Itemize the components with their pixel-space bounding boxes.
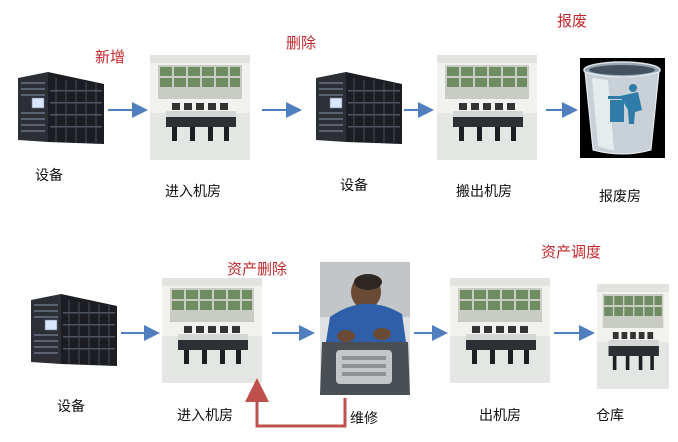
return-arrow [245,378,347,428]
node-label: 报废房 [599,189,641,205]
node-label: 仓库 [596,408,624,424]
mechanic-repair-icon [320,262,410,395]
node-label: 进入机房 [165,184,221,200]
action-label-add: 新增 [95,48,126,66]
recycle-bin-icon [579,57,666,159]
control-room-icon [150,55,250,160]
action-label-scrap: 报废 [557,12,588,30]
node-label: 维修 [350,411,378,427]
action-label-delete: 删除 [286,34,317,52]
action-label-asset-dispatch: 资产调度 [541,243,602,261]
control-room-icon [450,278,550,383]
control-room-icon [162,278,262,383]
control-room-icon [437,55,537,160]
node-label: 设备 [57,399,85,415]
node-label: 设备 [35,168,63,184]
node-label: 搬出机房 [456,184,512,200]
node-label: 出机房 [479,408,521,424]
server-rack-icon [11,69,108,146]
action-label-asset-delete: 资产删除 [227,260,288,278]
server-rack-icon [309,69,406,146]
node-label: 进入机房 [177,408,233,424]
control-room-icon [597,284,669,389]
node-label: 设备 [340,178,368,194]
server-rack-icon [24,291,121,368]
